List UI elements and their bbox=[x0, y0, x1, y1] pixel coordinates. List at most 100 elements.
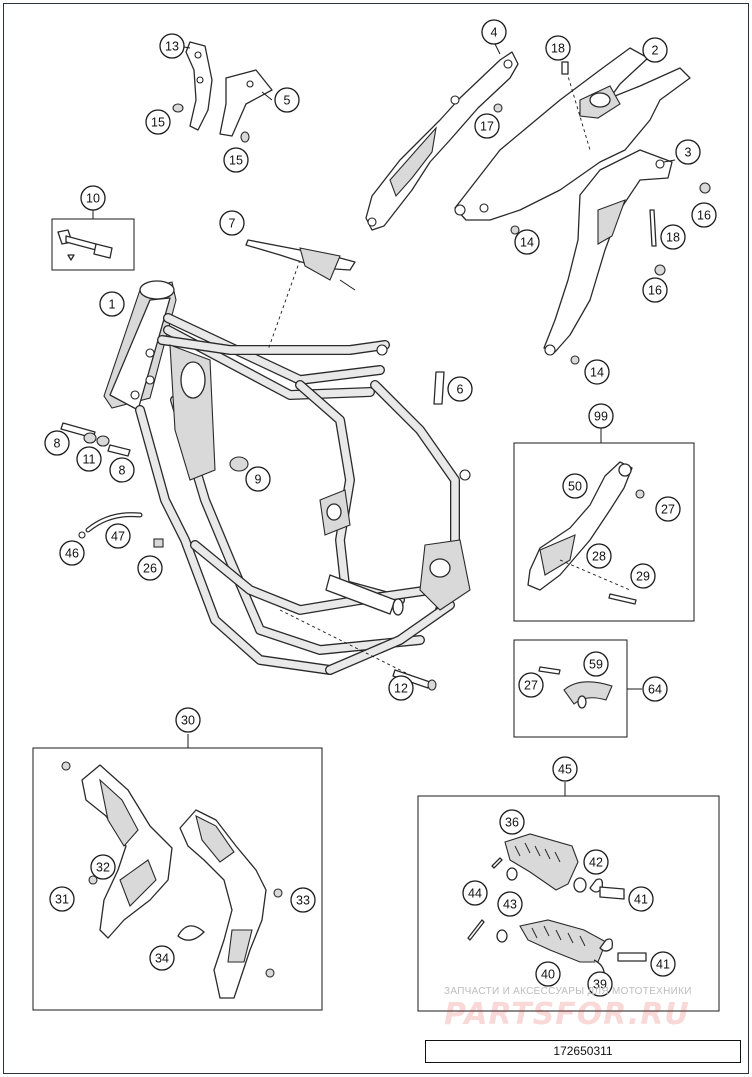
callout-circle bbox=[223, 147, 249, 173]
callout-16: 16 bbox=[691, 202, 717, 228]
callout-number: 41 bbox=[634, 893, 648, 907]
footpeg-kit-45 bbox=[417, 782, 720, 1012]
callout-number: 16 bbox=[648, 284, 662, 298]
callout-number: 33 bbox=[296, 894, 310, 908]
callout-14: 14 bbox=[584, 359, 610, 385]
callout-circle bbox=[44, 430, 70, 456]
diagram-id: 172650311 bbox=[553, 1044, 613, 1058]
subframe-rail-4 bbox=[365, 41, 519, 231]
callout-circle bbox=[481, 19, 507, 45]
callout-number: 2 bbox=[652, 44, 659, 58]
callout-99: 99 bbox=[588, 403, 614, 429]
callout-number: 99 bbox=[594, 410, 608, 424]
callout-circle bbox=[462, 880, 488, 906]
callout-50: 50 bbox=[562, 473, 588, 499]
callout-41: 41 bbox=[650, 951, 676, 977]
callout-circle bbox=[587, 971, 613, 997]
callout-number: 50 bbox=[568, 480, 582, 494]
callout-40: 40 bbox=[535, 961, 561, 987]
callout-14: 14 bbox=[514, 229, 540, 255]
callout-number: 32 bbox=[96, 861, 110, 875]
frame-hardware bbox=[60, 239, 445, 691]
callout-number: 5 bbox=[284, 94, 291, 108]
callout-1: 1 bbox=[99, 291, 125, 317]
callout-34: 34 bbox=[149, 945, 175, 971]
callout-circle bbox=[80, 185, 106, 211]
callout-circle bbox=[137, 555, 163, 581]
callout-number: 34 bbox=[155, 952, 169, 966]
callout-4: 4 bbox=[481, 19, 507, 45]
callout-circle bbox=[245, 466, 271, 492]
callout-circle bbox=[447, 376, 473, 402]
callout-circle bbox=[499, 809, 525, 835]
callout-number: 14 bbox=[520, 236, 534, 250]
callout-18: 18 bbox=[660, 224, 686, 250]
callout-28: 28 bbox=[586, 543, 612, 569]
callout-circle bbox=[388, 675, 414, 701]
callout-circle bbox=[219, 210, 245, 236]
callout-circle bbox=[274, 87, 300, 113]
callout-circle bbox=[90, 854, 116, 880]
callout-circle bbox=[145, 109, 171, 135]
callout-43: 43 bbox=[497, 891, 523, 917]
callout-circle bbox=[583, 651, 609, 677]
callout-number: 59 bbox=[589, 658, 603, 672]
callout-number: 30 bbox=[181, 714, 195, 728]
callout-number: 39 bbox=[593, 978, 607, 992]
callout-circle bbox=[76, 446, 102, 472]
callout-number: 15 bbox=[151, 116, 165, 130]
callout-3: 3 bbox=[675, 139, 701, 165]
callout-44: 44 bbox=[462, 880, 488, 906]
callout-27: 27 bbox=[655, 496, 681, 522]
callout-circle bbox=[149, 945, 175, 971]
callout-31: 31 bbox=[49, 886, 75, 912]
callout-number: 27 bbox=[524, 679, 538, 693]
callout-circle bbox=[535, 961, 561, 987]
callout-number: 64 bbox=[648, 683, 662, 697]
callout-number: 44 bbox=[468, 887, 482, 901]
part-10-kit bbox=[51, 210, 135, 271]
brake-pedal-kit-99 bbox=[513, 428, 695, 622]
callout-circle bbox=[628, 886, 654, 912]
brackets-13-5 bbox=[172, 41, 273, 143]
callout-number: 41 bbox=[656, 958, 670, 972]
callout-circle bbox=[562, 473, 588, 499]
callout-45: 45 bbox=[552, 756, 578, 782]
callout-7: 7 bbox=[219, 210, 245, 236]
callout-39: 39 bbox=[587, 971, 613, 997]
callout-number: 8 bbox=[54, 437, 61, 451]
callout-circle bbox=[518, 672, 544, 698]
callout-number: 46 bbox=[65, 547, 79, 561]
callout-circle bbox=[99, 291, 125, 317]
callout-number: 18 bbox=[551, 42, 565, 56]
callout-circle bbox=[552, 756, 578, 782]
callout-26: 26 bbox=[137, 555, 163, 581]
callout-59: 59 bbox=[583, 651, 609, 677]
callout-circle bbox=[584, 359, 610, 385]
callout-number: 14 bbox=[590, 366, 604, 380]
callout-circle bbox=[642, 37, 668, 63]
callout-circle bbox=[588, 403, 614, 429]
main-frame bbox=[103, 280, 471, 675]
callout-number: 18 bbox=[666, 231, 680, 245]
callout-number: 1 bbox=[109, 298, 116, 312]
callout-46: 46 bbox=[59, 540, 85, 566]
callout-13: 13 bbox=[159, 33, 185, 59]
callout-number: 27 bbox=[661, 503, 675, 517]
callout-47: 47 bbox=[105, 523, 131, 549]
callout-number: 3 bbox=[685, 146, 692, 160]
callout-circle bbox=[660, 224, 686, 250]
callout-number: 31 bbox=[55, 893, 69, 907]
callout-circle bbox=[691, 202, 717, 228]
callout-16: 16 bbox=[642, 277, 668, 303]
callout-11: 11 bbox=[76, 446, 102, 472]
rear-subframe-2 bbox=[454, 47, 691, 235]
callout-64: 64 bbox=[642, 676, 668, 702]
callout-circle bbox=[497, 891, 523, 917]
callout-32: 32 bbox=[90, 854, 116, 880]
callout-15: 15 bbox=[145, 109, 171, 135]
callout-circle bbox=[586, 543, 612, 569]
callout-2: 2 bbox=[642, 37, 668, 63]
callout-circle bbox=[109, 457, 135, 483]
callout-number: 16 bbox=[697, 209, 711, 223]
